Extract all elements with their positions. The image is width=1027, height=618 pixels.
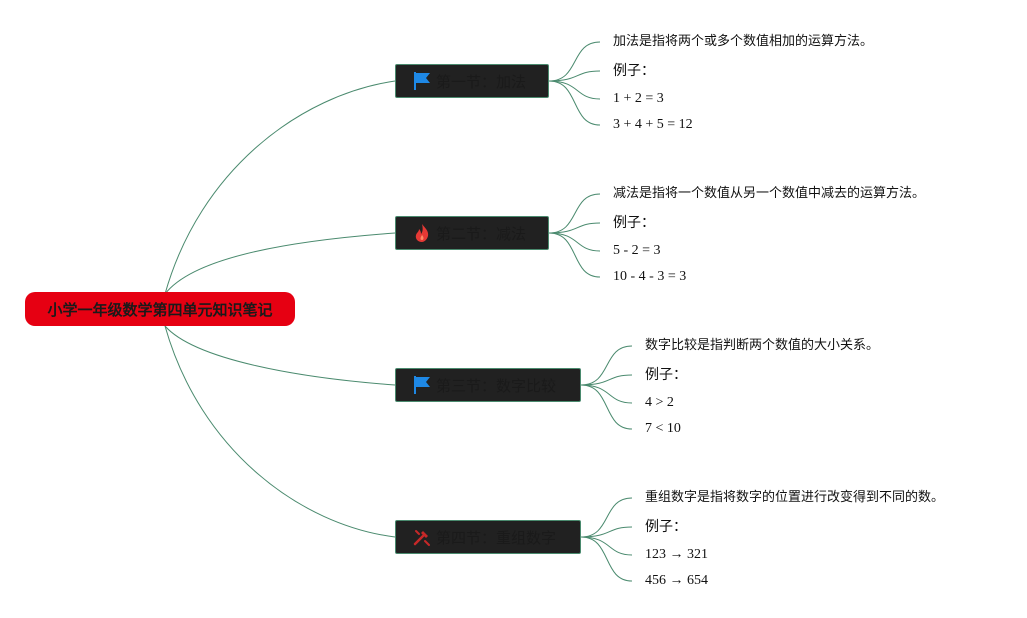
leaf-example: 5 - 2 = 3 — [613, 243, 661, 258]
flag-icon — [412, 71, 432, 91]
tools-icon — [412, 527, 432, 547]
topic-number-comparison[interactable]: 第三节：数字比较 — [395, 368, 581, 402]
topic-label: 第二节：减法 — [436, 224, 527, 243]
topic-label: 第三节：数字比较 — [436, 376, 557, 395]
leaf-example: 456 → 654 — [645, 573, 708, 588]
topic-regroup-numbers[interactable]: 第四节：重组数字 — [395, 520, 581, 554]
topic-label: 第一节：加法 — [436, 72, 527, 91]
root-link-2 — [164, 232, 396, 295]
root-title: 小学一年级数学第四单元知识笔记 — [47, 300, 273, 319]
root-link-1 — [164, 80, 396, 295]
leaf-definition: 数字比较是指判断两个数值的大小关系。 — [645, 338, 880, 353]
leaf-example-heading: 例子： — [613, 63, 655, 79]
topic-label: 第四节：重组数字 — [436, 528, 557, 547]
leaf-example-heading: 例子： — [645, 519, 687, 535]
leaf-definition: 减法是指将一个数值从另一个数值中减去的运算方法。 — [613, 186, 926, 201]
root-node[interactable]: 小学一年级数学第四单元知识笔记 — [25, 292, 295, 326]
leaf-example-heading: 例子： — [645, 367, 687, 383]
leaf-example: 3 + 4 + 5 = 12 — [613, 117, 693, 132]
leaf-example: 10 - 4 - 3 = 3 — [613, 269, 687, 284]
leaf-example: 1 + 2 = 3 — [613, 91, 664, 106]
root-link-3 — [164, 325, 396, 386]
leaf-definition: 加法是指将两个或多个数值相加的运算方法。 — [613, 34, 874, 49]
topic-subtraction[interactable]: 第二节：减法 — [395, 216, 549, 250]
leaf-example: 4 > 2 — [645, 395, 674, 410]
flag-icon — [412, 375, 432, 395]
leaf-example: 123 → 321 — [645, 547, 708, 562]
leaf-example-heading: 例子： — [613, 215, 655, 231]
leaf-definition: 重组数字是指将数字的位置进行改变得到不同的数。 — [645, 490, 945, 505]
leaf-example: 7 < 10 — [645, 421, 681, 436]
root-link-4 — [164, 325, 396, 538]
fire-icon — [412, 223, 432, 243]
topic-addition[interactable]: 第一节：加法 — [395, 64, 549, 98]
